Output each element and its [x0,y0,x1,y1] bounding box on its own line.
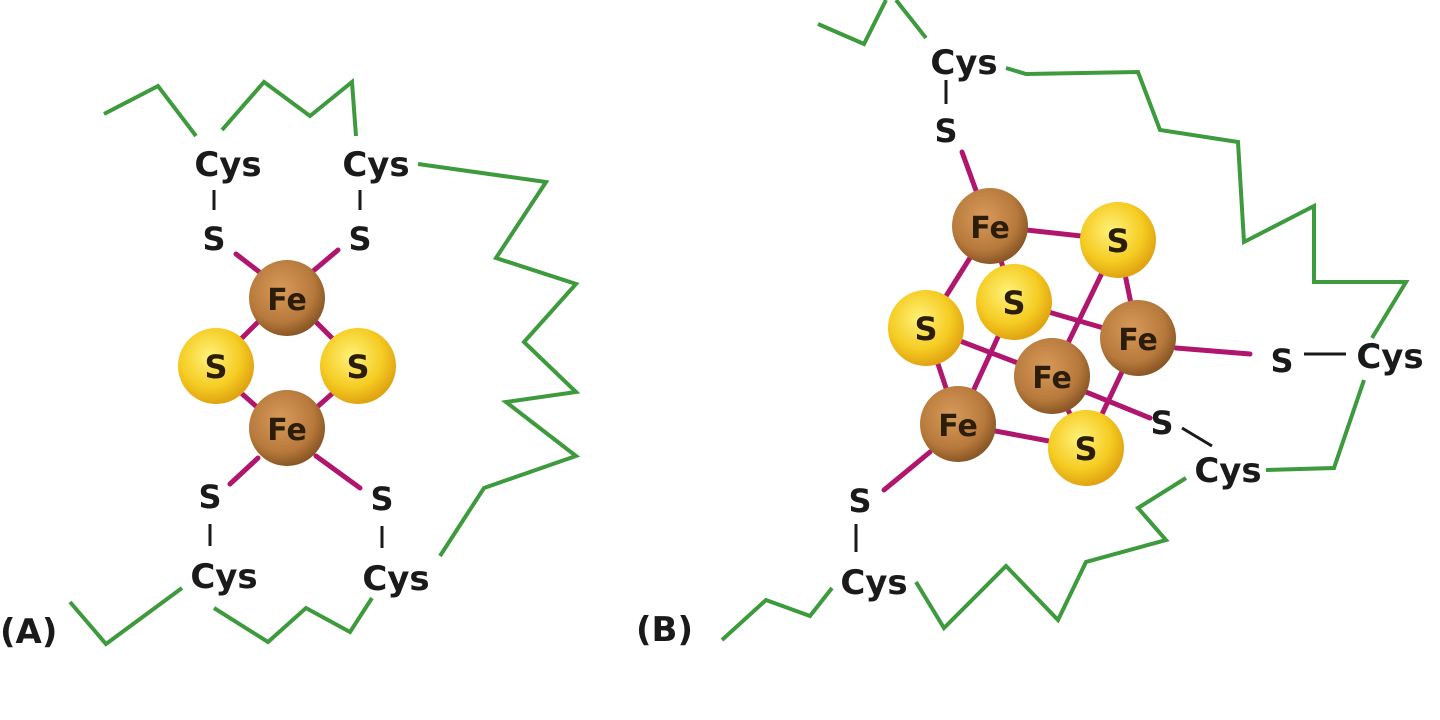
fe-s-bond [959,149,981,199]
svg-text:S: S [914,310,937,348]
ligand-s-label: S [848,482,871,520]
fe-s-bond [227,455,261,487]
s-atom: S [178,328,254,404]
backbone-b-bottom-left [720,586,834,642]
s-atom: S [1048,410,1124,486]
fe-atom: Fe [1014,338,1090,414]
cys-label: Cys [342,145,409,185]
svg-text:Fe: Fe [1118,323,1158,358]
cys-s-bond [1181,426,1213,448]
backbone-a-top-left [103,83,198,138]
fe-atom: Fe [249,260,325,336]
panel-label-b: (B) [636,610,693,650]
backbone-a-bottom-mid [212,596,374,645]
cys-label: Cys [194,145,261,185]
fe-s-bond [313,453,363,491]
ligand-s-label: S [370,480,393,518]
s-atom: S [320,328,396,404]
ligand-s-label: S [202,220,225,258]
backbone-a-right [417,162,581,558]
backbone-b-right-lower [1265,379,1366,472]
fe-s-bond [1173,345,1253,357]
backbone-a-top-mid [220,78,358,137]
fe-atom: Fe [1100,300,1176,376]
svg-text:Fe: Fe [267,283,307,318]
svg-text:S: S [1106,222,1129,260]
backbone-b-top-2 [894,0,928,40]
fe-s-bond [1083,389,1153,421]
fe-atom: Fe [952,188,1028,264]
fe-s-bond [881,449,933,493]
fe-s-bond [313,319,337,343]
ligand-s-label: S [1270,342,1293,380]
ligand-s-label: S [348,220,371,258]
fe-s-bond [237,389,261,411]
fe-s-bond [313,389,337,411]
backbone-b-bottom [914,476,1188,632]
panel-label-a: (A) [0,612,57,652]
svg-text:S: S [346,348,369,386]
ligand-s-label: S [1150,404,1173,442]
svg-text:Fe: Fe [267,413,307,448]
svg-text:S: S [1002,284,1025,322]
ligand-s-label: S [198,478,221,516]
svg-text:S: S [1074,430,1097,468]
fe-atom: Fe [249,390,325,466]
cys-label: Cys [362,559,429,599]
s-atom: S [1080,202,1156,278]
ligand-s-label: S [934,112,957,150]
fe-s-bond [237,319,261,343]
svg-text:Fe: Fe [1032,361,1072,396]
panel-b: S Fe S Fe S Fe Fe S S [636,0,1424,650]
cys-label: Cys [1194,451,1261,491]
cys-label: Cys [840,563,907,603]
fe-s-bond [233,251,265,277]
backbone-b-top [817,0,888,47]
cys-label: Cys [1356,337,1423,377]
cys-label: Cys [930,43,997,83]
fe-atom: Fe [920,386,996,462]
backbone-a-bottom-left [68,586,184,647]
panel-a: S S Fe Fe S S S S Cys Cys Cys Cys (A) [0,78,581,652]
svg-text:S: S [204,348,227,386]
backbone-b-right [1005,66,1410,340]
svg-text:Fe: Fe [970,211,1010,246]
s-atom: S [976,264,1052,340]
s-atom: S [888,290,964,366]
cys-label: Cys [190,557,257,597]
fe-s-bond [309,247,341,275]
svg-text:Fe: Fe [938,409,978,444]
